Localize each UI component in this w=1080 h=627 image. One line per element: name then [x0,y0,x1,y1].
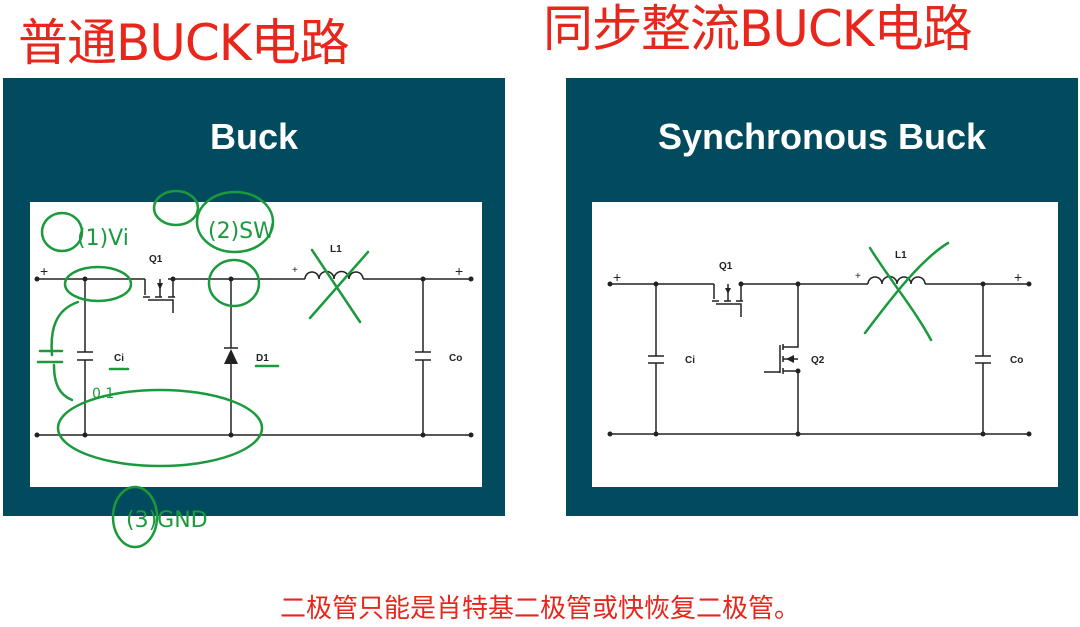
ci-label: Ci [114,353,124,364]
sync-buck-panel: Synchronous Buck [566,78,1078,516]
sync-buck-heading: Synchronous Buck [657,116,987,157]
annotation-sw: (2)SW [208,219,275,244]
buck-nodes [34,276,474,438]
plus-in-sync: + [613,269,621,285]
plus-in: + [40,263,48,279]
sync-buck-schematic [610,275,1029,435]
buck-schematic [37,270,471,436]
left-title: 普通BUCK电路 [18,14,350,72]
plus-l1: + [292,265,298,276]
q1-label-sync: Q1 [719,261,733,272]
q2-label-sync: Q2 [811,355,825,366]
sync-buck-nodes [607,281,1032,437]
annotation-gnd: (3)GND [126,508,208,533]
diode-icon [224,349,238,364]
co-label: Co [449,353,462,364]
buck-heading: Buck [209,116,299,157]
ci-label-sync: Ci [685,355,695,366]
plus-out: + [455,263,463,279]
plus-l1-sync: + [855,271,861,282]
q1-label: Q1 [149,254,163,265]
annotation-vi: (1)Vi [77,226,129,251]
l1-label-sync: L1 [895,250,907,261]
footer-note: 二极管只能是肖特基二极管或快恢复二极管。 [279,594,800,624]
inductor-cross-mark [863,241,950,342]
annotation-cap-value: 0.1 [92,386,114,402]
l1-label: L1 [330,244,342,255]
plus-out-sync: + [1014,269,1022,285]
d1-label: D1 [256,353,269,364]
sync-buck-diagram-area [592,202,1058,487]
handwritten-annotations [36,189,370,549]
co-label-sync: Co [1010,355,1023,366]
right-title: 同步整流BUCK电路 [543,0,973,58]
